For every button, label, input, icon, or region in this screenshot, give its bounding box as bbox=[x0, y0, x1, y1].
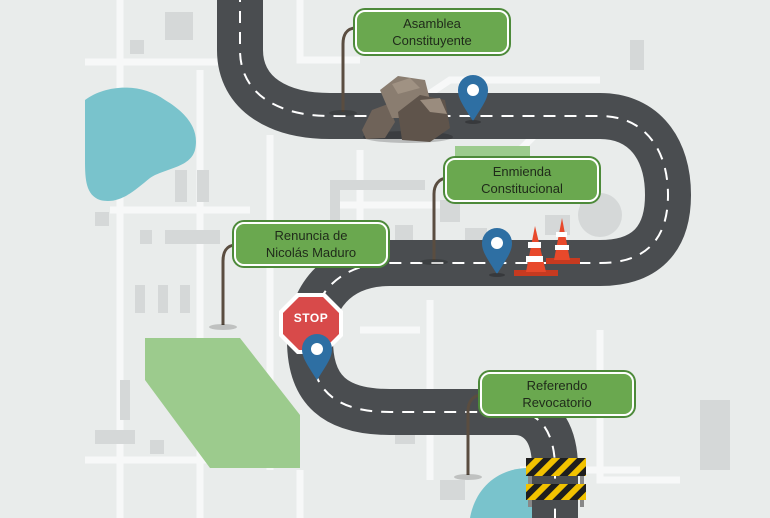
location-pin-icon bbox=[302, 334, 332, 380]
milestone-label-line1: Enmienda bbox=[492, 164, 552, 179]
milestone-label-line2: Nicolás Maduro bbox=[265, 245, 357, 260]
post-shadows bbox=[209, 110, 482, 480]
location-pin-icon bbox=[482, 228, 512, 277]
traffic-cone-icon bbox=[514, 226, 558, 276]
milestone-label-line2: Revocatorio bbox=[522, 395, 592, 410]
stop-sign-label: STOP bbox=[293, 311, 329, 325]
traffic-cone-icon bbox=[546, 218, 580, 264]
milestone-sign-referendo: Referendo Revocatorio bbox=[480, 372, 634, 416]
road-lane-markings bbox=[239, 0, 670, 518]
lake bbox=[85, 87, 196, 201]
milestone-sign-asamblea: Asamblea Constituyente bbox=[355, 10, 509, 54]
milestone-label-line1: Referendo bbox=[526, 378, 588, 393]
milestone-label-line2: Constitucional bbox=[481, 181, 563, 196]
milestone-label-line2: Constituyente bbox=[392, 33, 472, 48]
river bbox=[470, 468, 540, 518]
milestone-label-line1: Asamblea bbox=[403, 16, 461, 31]
milestone-sign-enmienda: Enmienda Constitucional bbox=[445, 158, 599, 202]
road-barrier-icon bbox=[526, 458, 586, 507]
park bbox=[145, 338, 300, 468]
park-strip bbox=[455, 146, 530, 156]
milestone-sign-renuncia: Renuncia de Nicolás Maduro bbox=[234, 222, 388, 266]
roundabout bbox=[578, 193, 622, 237]
location-pin-icon bbox=[458, 75, 488, 124]
rock-icon bbox=[362, 76, 453, 143]
milestone-label-line1: Renuncia de bbox=[274, 228, 348, 243]
